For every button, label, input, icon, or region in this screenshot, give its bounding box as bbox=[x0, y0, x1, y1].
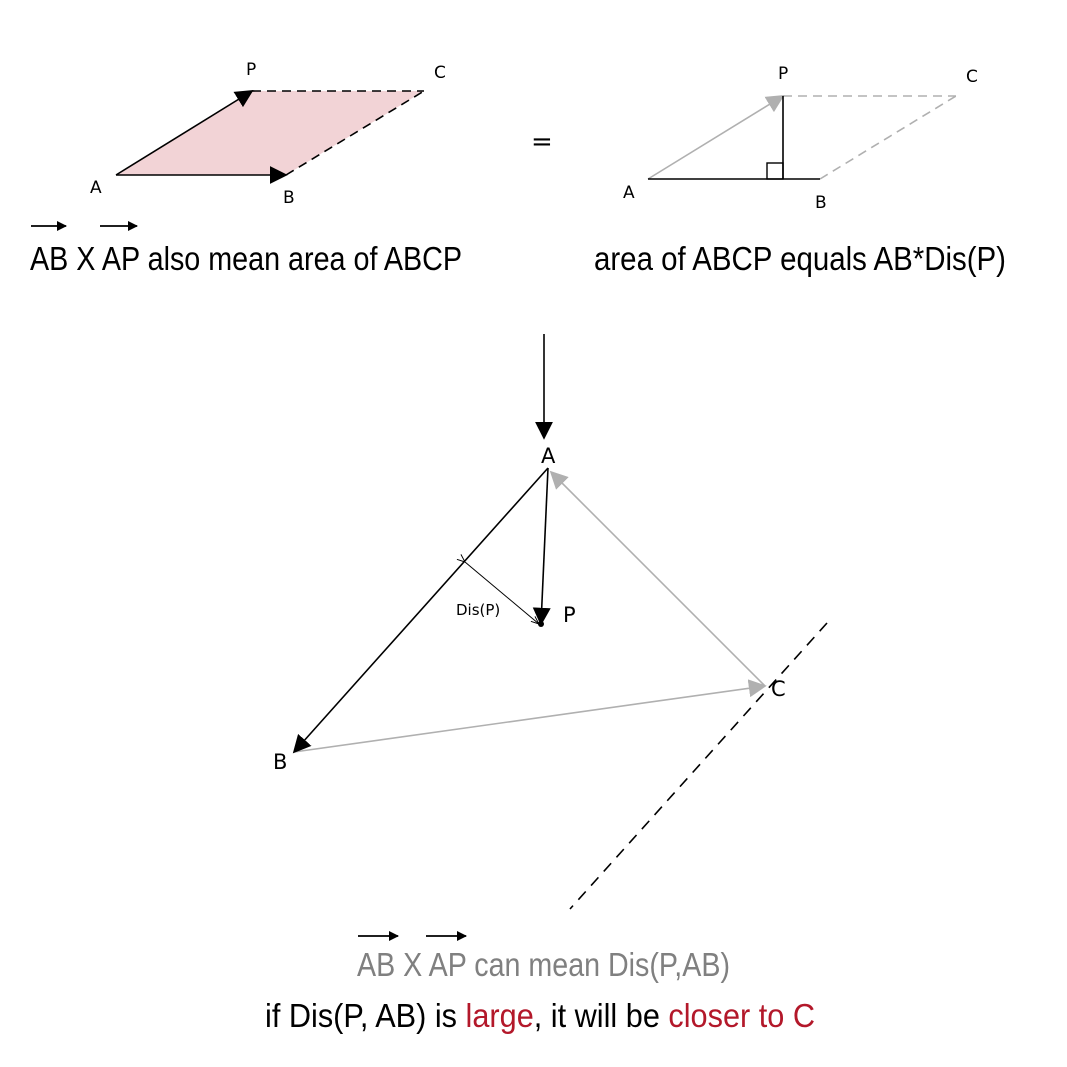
caption-cross-x: X bbox=[403, 946, 422, 983]
label-b: B bbox=[815, 193, 827, 213]
label-dis-p: Dis(P) bbox=[456, 601, 500, 619]
caption-cross-x: X bbox=[76, 240, 95, 277]
caption-part2: , it will be bbox=[534, 997, 669, 1034]
bottom-caption-line1: AB X AP can mean Dis(P,AB) bbox=[357, 931, 730, 983]
svg-text:AB X AP can: AB X AP can mean Dis(P,AB) bbox=[357, 946, 730, 983]
bottom-panel-triangle: A B C P Dis(P) bbox=[273, 444, 828, 910]
dashed-line-through-c bbox=[569, 622, 828, 910]
label-c: C bbox=[434, 63, 446, 83]
label-c: C bbox=[966, 67, 978, 87]
caption-text: can mean Dis(P,AB) bbox=[474, 946, 730, 983]
vector-ap-arrow bbox=[115, 90, 254, 176]
right-caption: area of ABCP equals AB*Dis(P) bbox=[594, 240, 1006, 277]
gray-bc-arrow bbox=[293, 679, 767, 753]
gray-dashed-bc bbox=[819, 95, 957, 180]
vector-ap-arrow bbox=[532, 467, 551, 626]
label-a: A bbox=[90, 178, 102, 198]
left-caption: AB X AP also mean area of ABCP bbox=[30, 221, 462, 277]
label-b: B bbox=[273, 750, 287, 774]
parallelogram-fill bbox=[116, 91, 424, 175]
caption-text: also mean area of ABCP bbox=[148, 240, 462, 277]
dashed-bc bbox=[285, 90, 425, 176]
caption-vec-ab: AB bbox=[357, 946, 395, 983]
point-p bbox=[538, 621, 544, 627]
caption-vec-ap: AP bbox=[429, 946, 467, 983]
label-b: B bbox=[283, 188, 295, 208]
svg-text:AB X AP also: AB X AP also mean area of ABCP bbox=[30, 240, 462, 277]
label-p: P bbox=[778, 64, 788, 84]
bottom-caption-line2: if Dis(P, AB) is large, it will be close… bbox=[265, 997, 815, 1034]
caption-vec-ab: AB bbox=[30, 240, 68, 277]
right-panel-diagram: A B C P bbox=[623, 64, 978, 213]
label-p: P bbox=[246, 60, 256, 80]
left-panel-parallelogram: A B C P bbox=[90, 60, 446, 208]
distance-arrow bbox=[465, 562, 539, 624]
right-angle-marker bbox=[766, 162, 784, 180]
vector-ab-arrow bbox=[292, 467, 549, 754]
caption-large: large bbox=[466, 997, 534, 1034]
label-a: A bbox=[623, 183, 635, 203]
gray-ca-arrow bbox=[549, 470, 766, 687]
caption-closer: closer to C bbox=[668, 997, 815, 1034]
equals-sign: = bbox=[531, 127, 553, 157]
caption-part1: if Dis(P, AB) is bbox=[265, 997, 466, 1034]
label-c: C bbox=[771, 677, 786, 701]
caption-vec-ap: AP bbox=[102, 240, 140, 277]
label-a: A bbox=[541, 444, 556, 468]
label-p: P bbox=[563, 603, 576, 627]
gray-ap-arrow bbox=[647, 95, 785, 180]
